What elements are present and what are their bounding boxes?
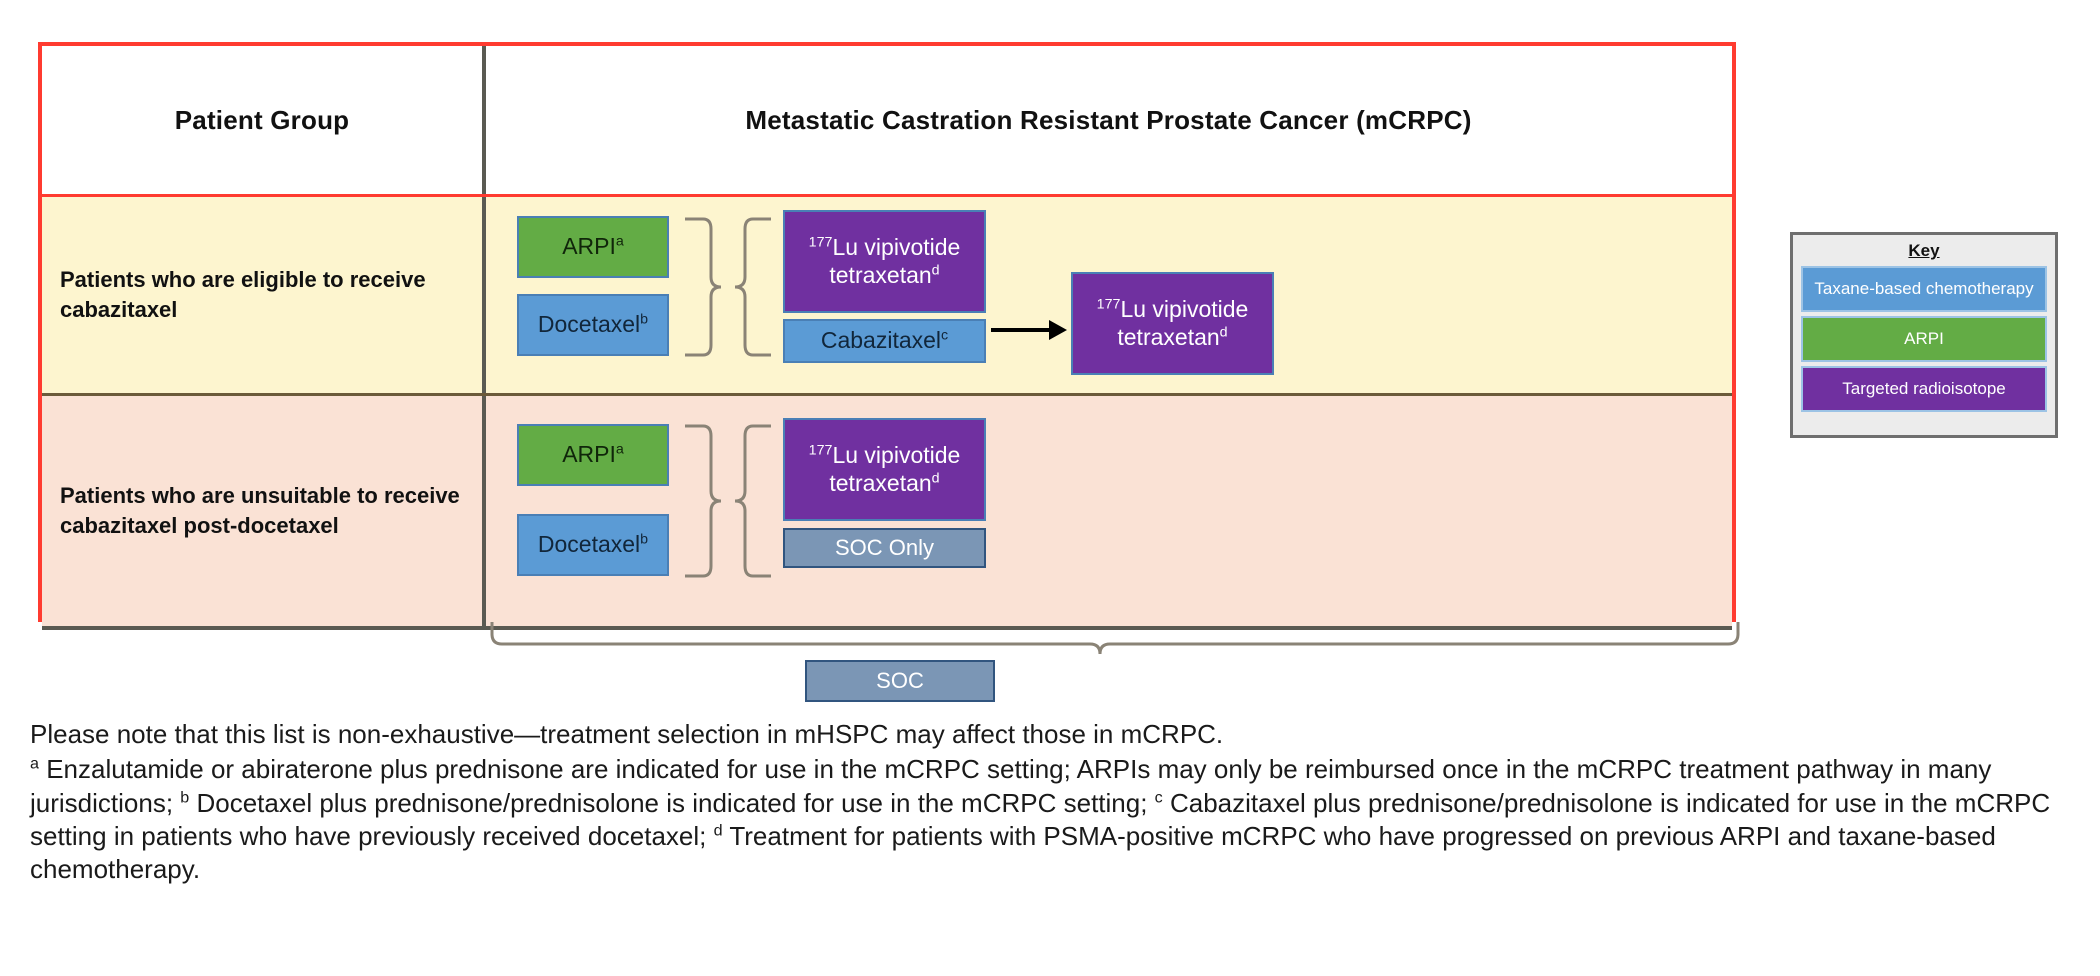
row-2-column-divider [482,396,486,626]
row-1-arpi-box[interactable]: ARPIa [517,216,669,278]
footnote-text-d: Treatment for patients with PSMA-positiv… [30,820,1996,885]
key-title: Key [1908,241,1940,260]
row-1-patient-group-cell: Patients who are eligible to receive cab… [42,197,482,393]
row-1-cabazitaxel-footnote-marker: c [941,327,949,344]
footnote-definitions: a Enzalutamide or abiraterone plus predn… [30,753,2070,886]
row-1-arrow-icon [991,320,1067,340]
row-2-arpi-box[interactable]: ARPIa [517,424,669,486]
table-header-row: Patient Group Metastatic Castration Resi… [42,46,1732,197]
row-2-treatments: ARPIa Docetaxelb 177Lu vipivotide tetrax… [486,396,1732,626]
row-2-docetaxel-label: Docetaxel [537,531,641,558]
row-1-lu2-label: Lu vipivotide tetraxetan [1117,296,1249,350]
row-1-arpi-label: ARPI [562,233,616,260]
key-item-arpi: ARPI [1801,316,2047,362]
row-2-soc-only-box[interactable]: SOC Only [783,528,986,568]
row-2-docetaxel-footnote-marker: b [640,531,649,548]
row-2-left-bracket-icon [685,424,722,578]
row-1-left-bracket-icon [685,217,722,357]
soc-bracket-box[interactable]: SOC [805,660,995,702]
row-2-lu-vipivotide-box[interactable]: 177Lu vipivotide tetraxetand [783,418,986,521]
row-1-lu-vipivotide-second-box[interactable]: 177Lu vipivotide tetraxetand [1071,272,1274,375]
row-2-lu-label: Lu vipivotide tetraxetan [829,442,961,496]
row-1-lu2-footnote-marker: d [1219,323,1228,340]
key-legend: Key Taxane-based chemotherapy ARPI Targe… [1790,232,2058,438]
key-item-label: Targeted radioisotope [1842,379,2006,399]
row-1-docetaxel-box[interactable]: Docetaxelb [517,294,669,356]
row-1-column-divider [482,197,486,393]
footnote-text-b: Docetaxel plus prednisone/prednisolone i… [189,787,1155,818]
footnote-marker-a: a [30,754,39,773]
row-1-patient-group-label: Patients who are eligible to receive cab… [60,266,426,322]
row-1-lu2-mass-number: 177 [1096,296,1121,313]
row-2-arpi-footnote-marker: a [615,441,624,458]
footnote-text-a: Enzalutamide or abiraterone plus prednis… [30,754,1992,818]
treatment-pathway-table: Patient Group Metastatic Castration Resi… [38,42,1736,630]
row-1-right-bracket-icon [734,217,771,357]
row-2-right-bracket-icon [734,424,771,578]
footnote-marker-d: d [713,821,723,840]
key-item-taxane-chemotherapy: Taxane-based chemotherapy [1801,266,2047,312]
footnote-marker-b: b [180,787,190,806]
key-item-label: Taxane-based chemotherapy [1814,279,2034,299]
row-2-patient-group-label: Patients who are unsuitable to receive c… [60,482,460,538]
row-2-lu-mass-number: 177 [808,442,833,459]
row-2-soc-only-label: SOC Only [834,535,935,561]
row-1-docetaxel-label: Docetaxel [537,311,641,338]
table-row: Patients who are unsuitable to receive c… [42,396,1732,630]
soc-bracket-label: SOC [876,668,924,693]
row-2-lu-footnote-marker: d [931,469,940,486]
header-column-divider [482,46,486,194]
row-2-docetaxel-box[interactable]: Docetaxelb [517,514,669,576]
table-row: Patients who are eligible to receive cab… [42,197,1732,396]
row-1-cabazitaxel-label: Cabazitaxel [820,327,942,354]
footnote-text-c: Cabazitaxel plus prednisone/prednisolone… [30,787,2051,851]
row-1-lu-vipivotide-box[interactable]: 177Lu vipivotide tetraxetand [783,210,986,313]
row-2-patient-group-cell: Patients who are unsuitable to receive c… [42,396,482,626]
header-cell-disease: Metastatic Castration Resistant Prostate… [485,46,1732,194]
row-1-lu-footnote-marker: d [931,261,940,278]
key-item-targeted-radioisotope: Targeted radioisotope [1801,366,2047,412]
header-patient-group-label: Patient Group [174,104,350,135]
row-1-treatments: ARPIa Docetaxelb 177Lu vipivotide tetrax… [486,197,1732,393]
footnote-note-line: Please note that this list is non-exhaus… [30,719,1224,749]
row-1-lu-mass-number: 177 [808,234,833,251]
row-1-docetaxel-footnote-marker: b [640,311,649,328]
footnote-marker-c: c [1154,787,1163,806]
header-cell-patient-group: Patient Group [42,46,482,194]
row-1-lu-label: Lu vipivotide tetraxetan [829,234,961,288]
footnotes: Please note that this list is non-exhaus… [30,718,2070,888]
key-item-label: ARPI [1904,329,1944,349]
row-1-arpi-footnote-marker: a [615,233,624,250]
row-1-cabazitaxel-box[interactable]: Cabazitaxelc [783,319,986,363]
header-disease-label: Metastatic Castration Resistant Prostate… [745,104,1472,135]
row-2-arpi-label: ARPI [562,441,616,468]
